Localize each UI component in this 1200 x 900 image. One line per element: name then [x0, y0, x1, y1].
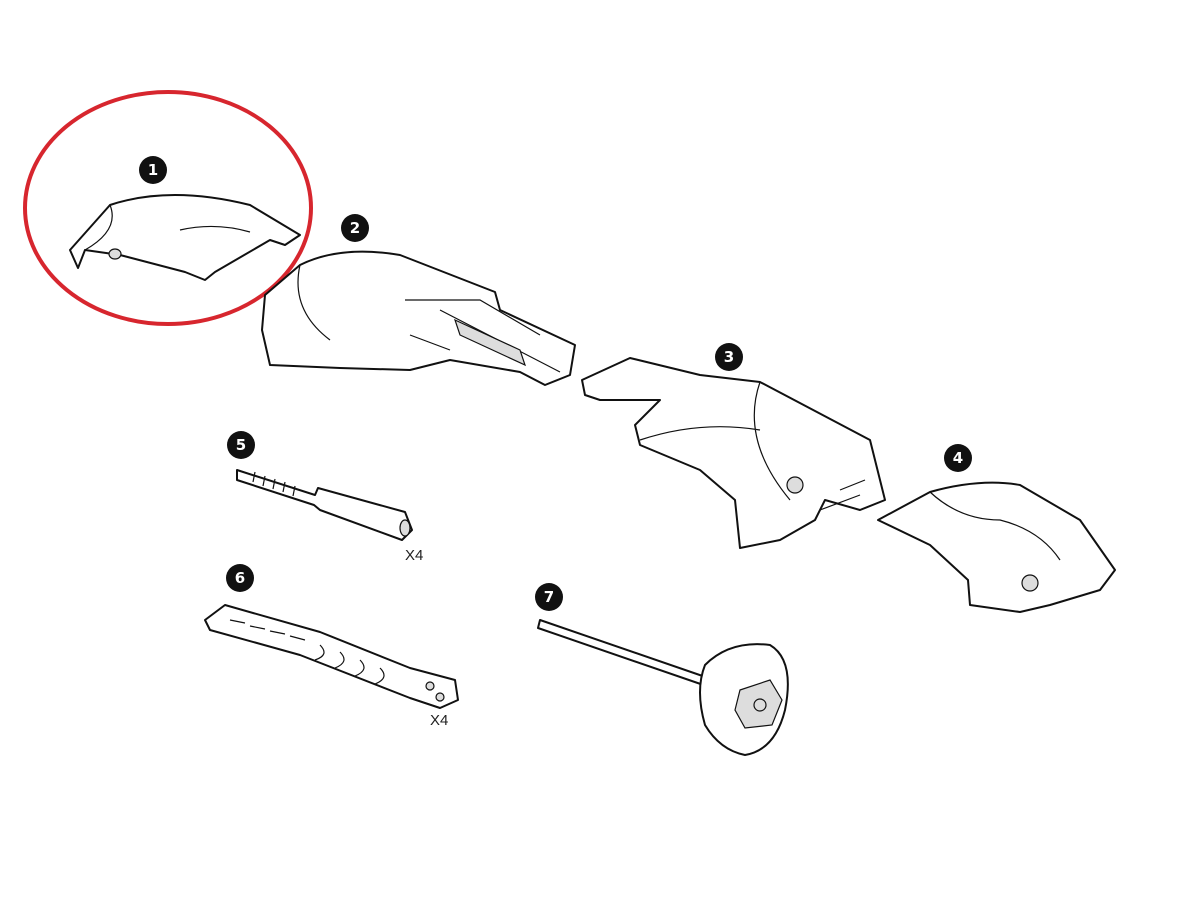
- part-2-foot-housing[interactable]: [261, 250, 576, 386]
- svg-text:3: 3: [724, 348, 734, 366]
- callout-2: 2: [341, 214, 369, 242]
- part-6-quantity: X4: [430, 712, 448, 729]
- callout-6: 6: [226, 564, 254, 592]
- part-6-strap[interactable]: [204, 604, 459, 709]
- part-7-torque-key[interactable]: [537, 619, 789, 756]
- part-1-end-cap[interactable]: [69, 194, 301, 281]
- callout-5: 5: [227, 431, 255, 459]
- highlight-ellipse: [23, 90, 313, 326]
- svg-text:4: 4: [953, 449, 963, 467]
- svg-text:6: 6: [235, 569, 245, 587]
- callout-7: 7: [535, 583, 563, 611]
- part-4-foot-cover[interactable]: [877, 481, 1116, 613]
- part-3-foot[interactable]: [581, 357, 886, 549]
- part-5-bolt[interactable]: [236, 469, 413, 541]
- svg-text:7: 7: [544, 588, 554, 606]
- svg-text:2: 2: [350, 219, 360, 237]
- callout-3: 3: [715, 343, 743, 371]
- part-5-quantity: X4: [405, 547, 423, 564]
- callout-1: 1: [139, 156, 167, 184]
- callout-4: 4: [944, 444, 972, 472]
- svg-text:1: 1: [148, 161, 158, 179]
- svg-text:5: 5: [236, 436, 246, 454]
